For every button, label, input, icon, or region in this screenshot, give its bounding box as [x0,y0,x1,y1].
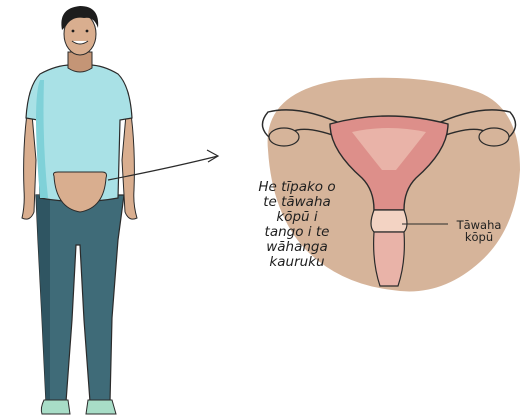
person-illustration [22,6,137,414]
caption-line: kōpū i [232,210,362,225]
caption-line: wāhanga [232,240,362,255]
caption-line: tango i te [232,225,362,240]
sample-caption: He tīpako o te tāwaha kōpū i tango i te … [232,180,362,270]
left-eye [72,30,75,33]
caption-line: He tīpako o [232,180,362,195]
caption-line: te tāwaha [232,195,362,210]
left-ovary [269,128,299,146]
right-ovary [479,128,509,146]
left-shoe [41,400,70,414]
right-shoe [86,400,116,414]
cervix [371,210,407,232]
trousers-shadow [36,195,50,402]
right-eye [86,30,89,33]
vaginal-canal [374,232,405,286]
caption-line: kauruku [232,255,362,270]
cervix-label: Tāwaha kōpū [441,219,517,243]
label-line: kōpū [441,231,517,243]
